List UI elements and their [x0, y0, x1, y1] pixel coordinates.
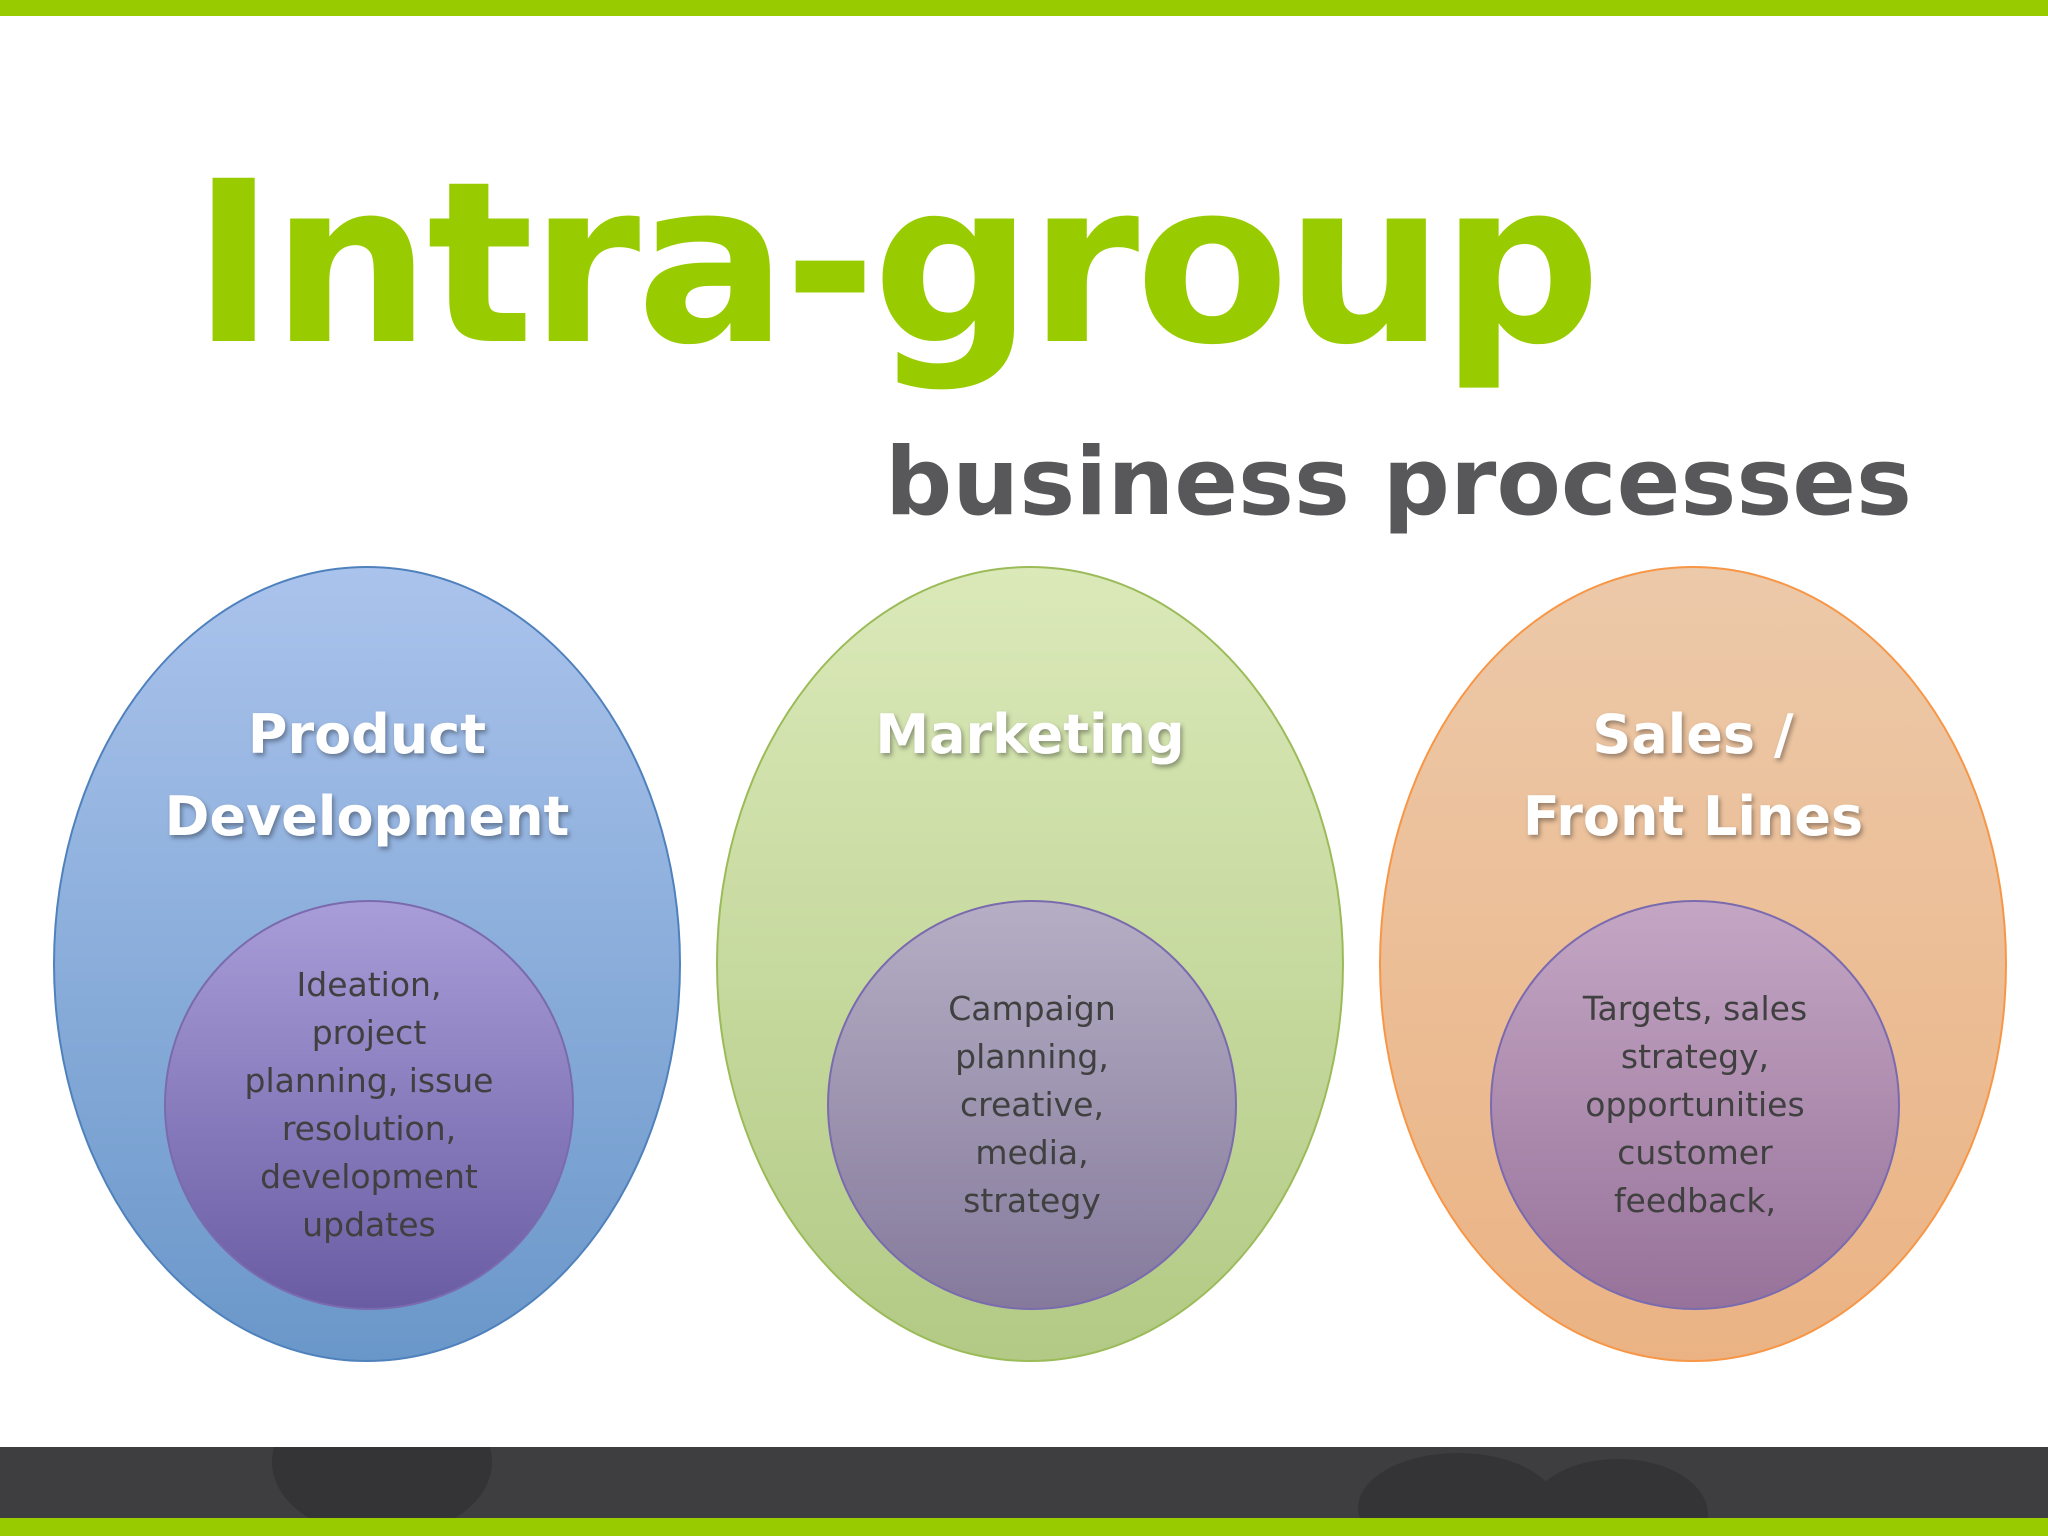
group-label-line: Front Lines [1522, 785, 1864, 848]
group-sales-front-lines: Sales / Front Lines Targets, sales strat… [1379, 566, 2007, 1362]
details-line: planning, [955, 1037, 1109, 1076]
group-label-line: Product [247, 703, 487, 766]
footer-decoration [1528, 1459, 1708, 1518]
details-line: opportunities [1585, 1085, 1805, 1124]
slide-title: Intra-group [192, 133, 1601, 394]
details-line: resolution, [281, 1109, 457, 1148]
footer-decoration [272, 1447, 492, 1518]
bottom-accent-bar [0, 1518, 2048, 1536]
group-details-circle: Targets, sales strategy, opportunities c… [1490, 900, 1900, 1310]
group-label: Product Development [55, 694, 679, 858]
details-line: strategy, [1620, 1037, 1770, 1076]
top-accent-bar [0, 0, 2048, 16]
details-line: feedback, [1613, 1181, 1777, 1220]
details-line: Ideation, [296, 965, 442, 1004]
details-line: updates [302, 1205, 436, 1244]
group-label-line: Sales / [1592, 703, 1794, 766]
details-line: media, [975, 1133, 1089, 1172]
group-label: Sales / Front Lines [1381, 694, 2005, 858]
group-details-circle: Campaign planning, creative, media, stra… [827, 900, 1237, 1310]
group-details-text: Ideation, project planning, issue resolu… [245, 961, 494, 1249]
footer-band [0, 1447, 2048, 1518]
group-details-circle: Ideation, project planning, issue resolu… [164, 900, 574, 1310]
details-line: development [260, 1157, 478, 1196]
slide-subtitle: business processes [885, 428, 1912, 537]
details-line: planning, issue [244, 1061, 494, 1100]
group-details-text: Campaign planning, creative, media, stra… [948, 985, 1116, 1225]
group-details-text: Targets, sales strategy, opportunities c… [1583, 985, 1807, 1225]
details-line: Targets, sales [1582, 989, 1808, 1028]
details-line: project [311, 1013, 427, 1052]
group-label-line: Development [164, 785, 570, 848]
details-line: Campaign [948, 989, 1116, 1028]
details-line: strategy [963, 1181, 1101, 1220]
group-label-line: Marketing [875, 703, 1185, 766]
details-line: creative, [960, 1085, 1104, 1124]
group-label: Marketing [718, 694, 1342, 776]
group-product-development: Product Development Ideation, project pl… [53, 566, 681, 1362]
details-line: customer [1617, 1133, 1773, 1172]
group-marketing: Marketing Campaign planning, creative, m… [716, 566, 1344, 1362]
